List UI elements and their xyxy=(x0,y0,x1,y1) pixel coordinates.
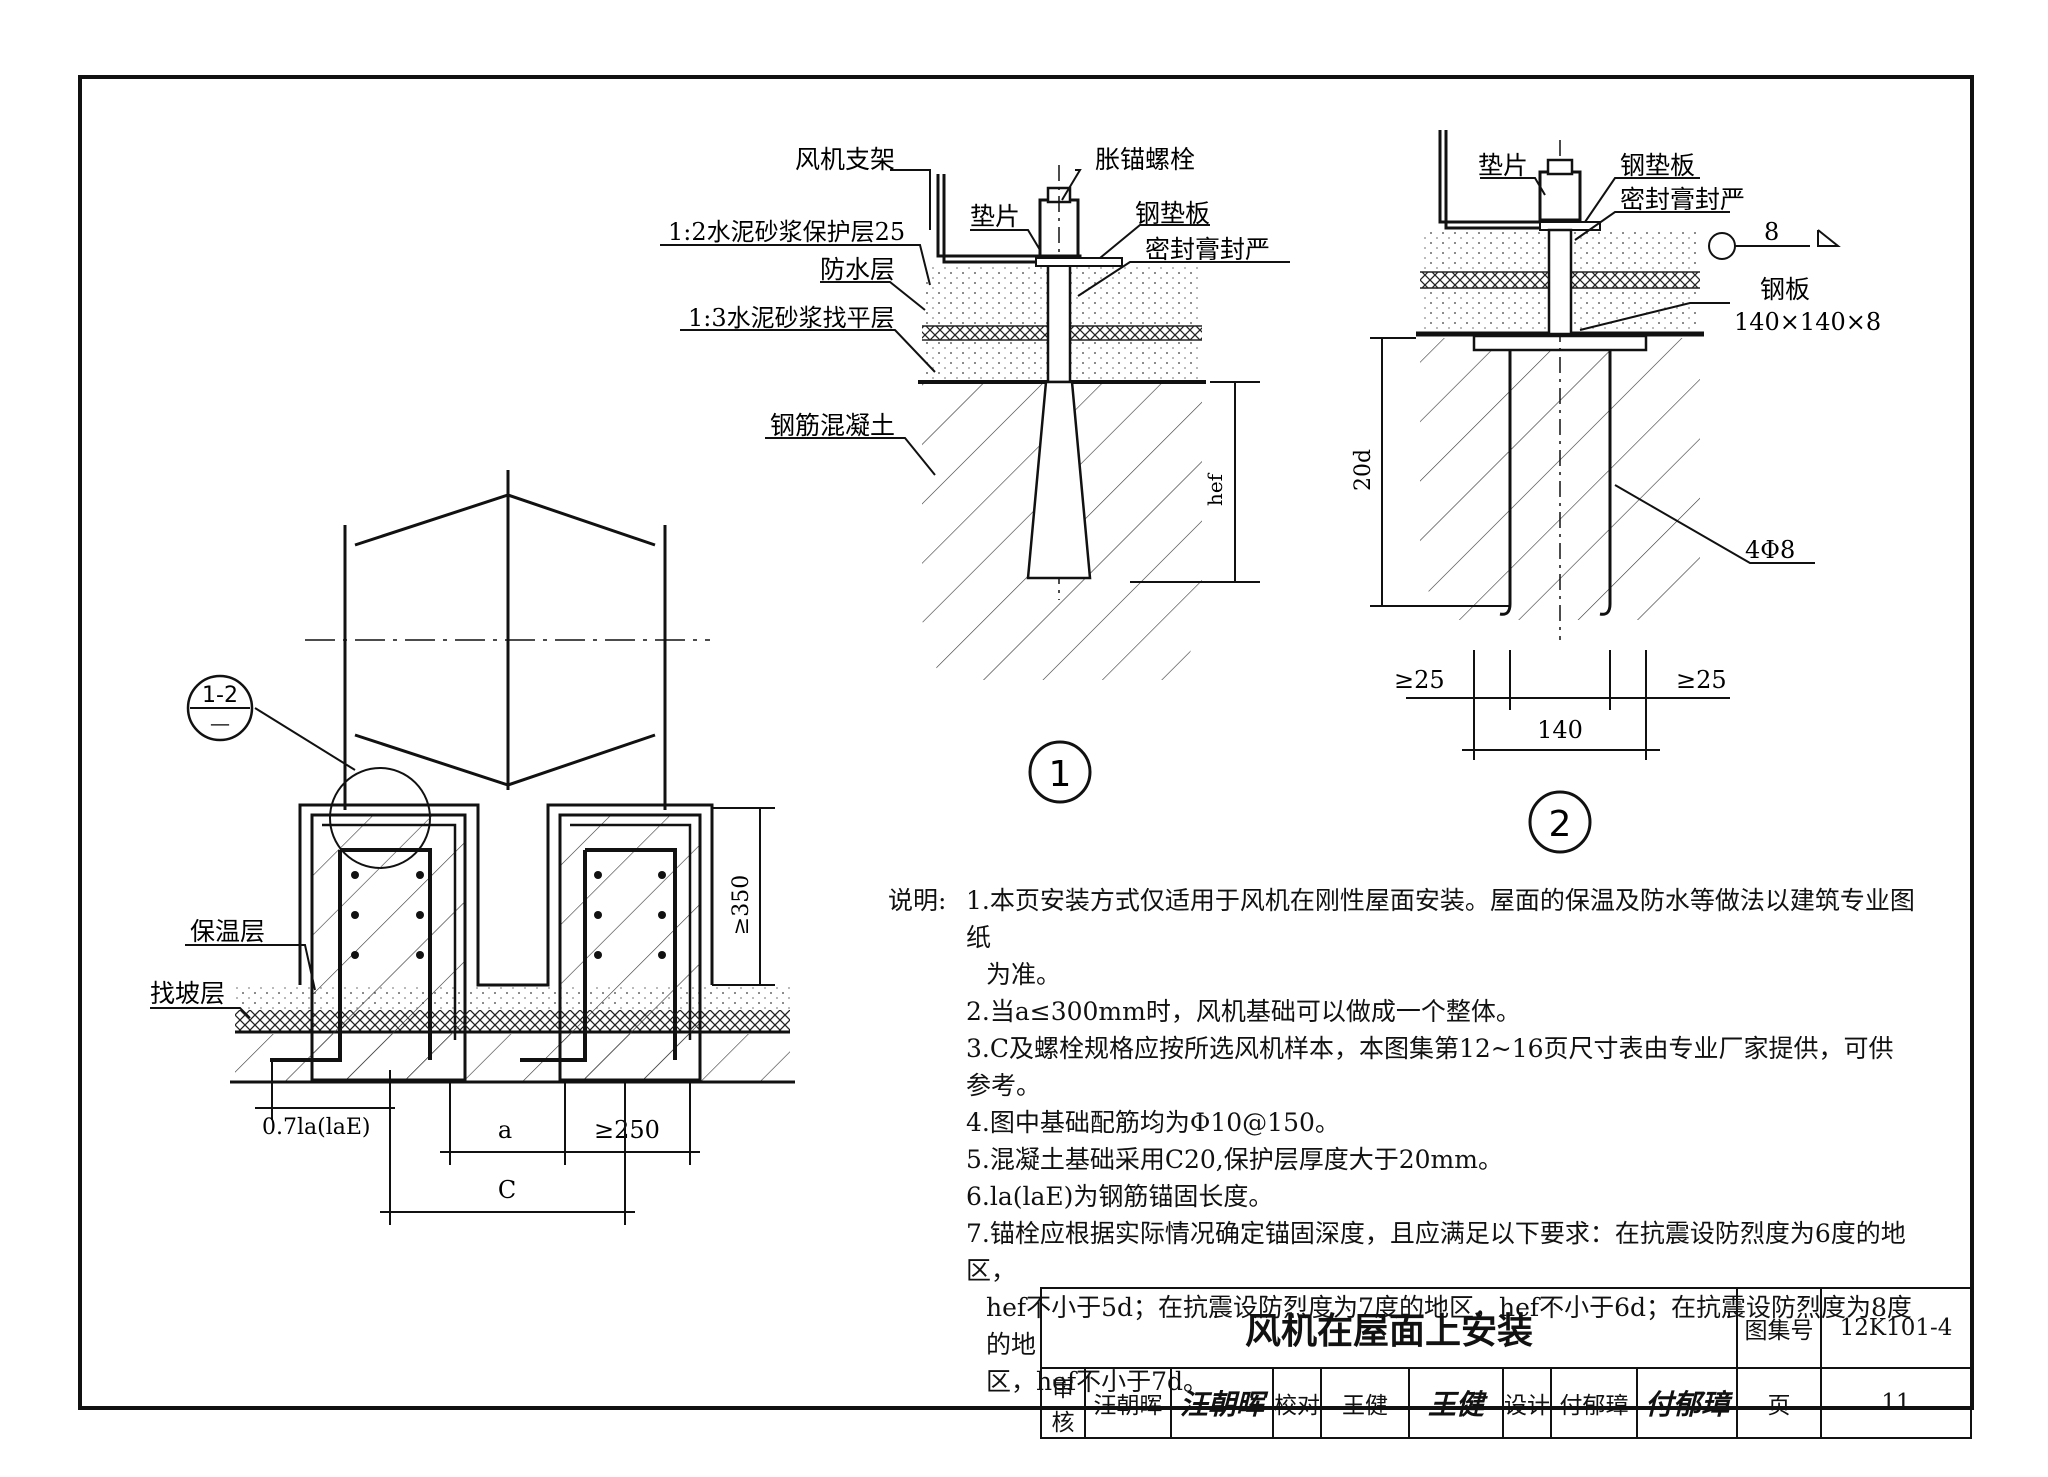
drawing-title: 风机在屋面上安装 xyxy=(1040,1287,1738,1369)
bolt-shank xyxy=(1046,260,1072,384)
note-1-cont: 为准。 xyxy=(986,960,1062,989)
sheet-frame xyxy=(78,75,1974,1410)
designer: 付郁璋 xyxy=(1550,1367,1638,1439)
label-rebar: 4Φ8 xyxy=(1745,536,1795,564)
label-20d: 20d xyxy=(1351,449,1376,491)
label-slope: 找坡层 xyxy=(150,979,225,1008)
label-expansion-bolt: 胀锚螺栓 xyxy=(1095,145,1195,174)
detail-2-marker xyxy=(1528,790,1592,854)
fan-housing xyxy=(354,493,656,547)
page-number: 11 xyxy=(1820,1367,1972,1439)
label-fan-bracket: 风机支架 xyxy=(795,145,895,174)
label-sealant-1: 密封膏封严 xyxy=(1145,235,1270,264)
label-washer-1: 垫片 xyxy=(970,202,1020,231)
main-section: 1-2 — ≥350 保温层 找坡层 xyxy=(150,470,795,1225)
label-plate: 钢板 xyxy=(1760,275,1810,304)
callout-top: 1-2 xyxy=(202,683,238,708)
concrete-slab-2 xyxy=(1420,338,1700,620)
label-plate-size: 140×140×8 xyxy=(1734,308,1881,336)
note-5: 5.混凝土基础采用C20,保护层厚度大于20mm。 xyxy=(966,1145,1503,1174)
label-protect-layer: 1:2水泥砂浆保护层25 xyxy=(668,218,905,246)
label-c: C xyxy=(498,1176,516,1204)
note-4: 4.图中基础配筋均为Φ10@150。 xyxy=(966,1108,1340,1137)
right-pedestal xyxy=(558,813,702,1082)
reviewer: 汪朝晖 xyxy=(1084,1367,1172,1439)
label-insulation: 保温层 xyxy=(190,917,265,946)
detail-2: 垫片 钢垫板 密封膏封严 8 钢板 140×140×8 20d 4Φ8 ≥25 … xyxy=(1351,130,1881,854)
checker-signature: 王健 xyxy=(1408,1367,1504,1439)
hef-label: hef xyxy=(1203,472,1227,506)
label-a: a xyxy=(498,1116,512,1144)
atlas-label: 图集号 xyxy=(1736,1287,1822,1369)
note-3: 3.C及螺栓规格应按所选风机样本，本图集第12~16页尺寸表由专业厂家提供，可供… xyxy=(966,1034,1894,1100)
callout-bottom: — xyxy=(210,711,230,735)
label-steel-plate-2: 钢垫板 xyxy=(1620,151,1695,180)
bolt-sleeve xyxy=(1026,380,1092,580)
review-label: 审核 xyxy=(1040,1367,1086,1439)
label-leveling: 1:3水泥砂浆找平层 xyxy=(688,304,895,332)
checker: 王健 xyxy=(1320,1367,1410,1439)
note-7: 7.锚栓应根据实际情况确定锚固深度，且应满足以下要求：在抗震设防烈度为6度的地区… xyxy=(966,1219,1906,1285)
left-pedestal xyxy=(310,813,467,1082)
label-140: 140 xyxy=(1537,716,1583,744)
reviewer-signature: 汪朝晖 xyxy=(1170,1367,1274,1439)
design-label: 设计 xyxy=(1502,1367,1552,1439)
notes-label: 说明: xyxy=(888,886,947,915)
detail-2-number: 2 xyxy=(1549,804,1572,845)
label-edge-left: ≥25 xyxy=(1394,666,1445,694)
detail-1: hef 风机支架 胀锚螺栓 垫片 钢垫板 密封膏封严 1:2水泥砂浆保护层25 … xyxy=(660,145,1290,804)
weld-size: 8 xyxy=(1764,218,1779,246)
label-washer-2: 垫片 xyxy=(1478,151,1528,180)
title-block: 风机在屋面上安装 图集号 12K101-4 审核 汪朝晖 汪朝晖 校对 王健 王… xyxy=(1040,1287,1972,1439)
label-250: ≥250 xyxy=(594,1116,660,1144)
detail-callout xyxy=(186,674,254,742)
note-2: 2.当a≤300mm时，风机基础可以做成一个整体。 xyxy=(966,997,1521,1026)
page-label: 页 xyxy=(1736,1367,1822,1439)
note-1: 1.本页安装方式仅适用于风机在刚性屋面安装。屋面的保温及防水等做法以建筑专业图纸 xyxy=(966,886,1915,952)
label-concrete: 钢筋混凝土 xyxy=(770,411,895,440)
label-350: ≥350 xyxy=(729,875,754,935)
designer-signature: 付郁璋 xyxy=(1636,1367,1738,1439)
detail-1-number: 1 xyxy=(1049,754,1072,795)
note-6: 6.la(laE)为钢筋锚固长度。 xyxy=(966,1182,1274,1211)
label-edge-right: ≥25 xyxy=(1676,666,1727,694)
label-steel-plate-1: 钢垫板 xyxy=(1135,199,1210,228)
atlas-number: 12K101-4 xyxy=(1820,1287,1972,1369)
label-sealant-2: 密封膏封严 xyxy=(1620,185,1745,214)
label-waterproof: 防水层 xyxy=(820,255,895,284)
detail-1-marker xyxy=(1028,740,1092,804)
label-anchor: 0.7la(laE) xyxy=(262,1115,371,1140)
check-label: 校对 xyxy=(1272,1367,1322,1439)
